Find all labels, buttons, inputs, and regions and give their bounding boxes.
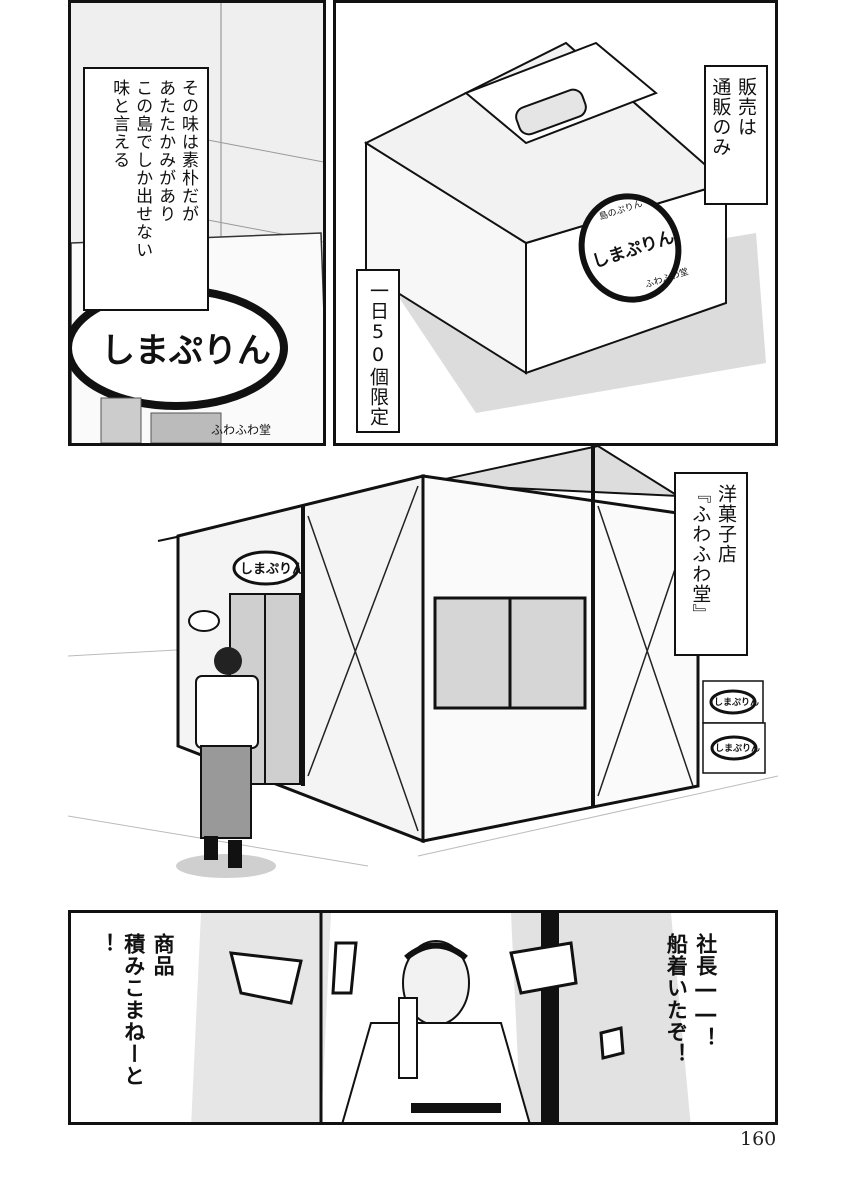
speech-load-goods: 商品 積みこまねーと ！ (89, 933, 177, 1122)
panel-top-right: しまぷりん 島のぷりん ふわふわ堂 販売は 通販のみ 一日50個限定 (333, 0, 778, 446)
speech-line: ！ (92, 933, 117, 955)
caption-line: 一日50個限定 (367, 281, 389, 427)
panel-middle: しまぷりん しまぷりん しまぷりん 洋菓子店 『ふわふわ堂』 (68, 446, 778, 896)
caption-line: 洋菓子店 (715, 484, 737, 564)
poster-logo-text: しまぷりん (101, 331, 271, 371)
caption-line: その味は素朴だが (178, 79, 198, 223)
bottom-art (191, 913, 691, 1122)
caption-line: 味と言える (109, 79, 130, 169)
caption-line: 『ふわふわ堂』 (689, 484, 712, 624)
top-right-art (363, 41, 766, 413)
caption-shop-name: 洋菓子店 『ふわふわ堂』 (674, 472, 748, 656)
poster-shop-small: ふわふわ堂 (211, 423, 272, 437)
panel-top-left: しまぷりん ふわふわ堂 その味は素朴だが あたたかみがあり この島でしか出せない… (68, 0, 326, 446)
shop-sign-text: しまぷりん (240, 562, 306, 577)
speech-ship-arrived: 社長――！ 船着いたぞ！ (661, 933, 720, 1122)
box-stack-logo-1: しまぷりん (714, 698, 760, 708)
speech-line: 社長――！ (693, 933, 718, 1049)
caption-daily-limit: 一日50個限定 (356, 269, 400, 433)
caption-top-left: その味は素朴だが あたたかみがあり この島でしか出せない 味と言える (83, 67, 209, 311)
speech-line: 船着いたぞ！ (664, 933, 689, 1065)
caption-line: 通販のみ (709, 77, 732, 157)
middle-art (68, 446, 778, 878)
caption-line: この島でしか出せない (132, 79, 153, 259)
caption-sales-method: 販売は 通販のみ (704, 65, 768, 205)
caption-line: あたたかみがあり (155, 79, 176, 223)
caption-line: 販売は (735, 77, 757, 137)
speech-line: 積みこまねーと (121, 933, 146, 1087)
speech-line: 商品 (151, 933, 176, 977)
box-stack-logo-2: しまぷりん (715, 744, 761, 754)
panel-bottom: 社長――！ 船着いたぞ！ 商品 積みこまねーと ！ (68, 910, 778, 1125)
page-number: 160 (740, 1128, 777, 1150)
